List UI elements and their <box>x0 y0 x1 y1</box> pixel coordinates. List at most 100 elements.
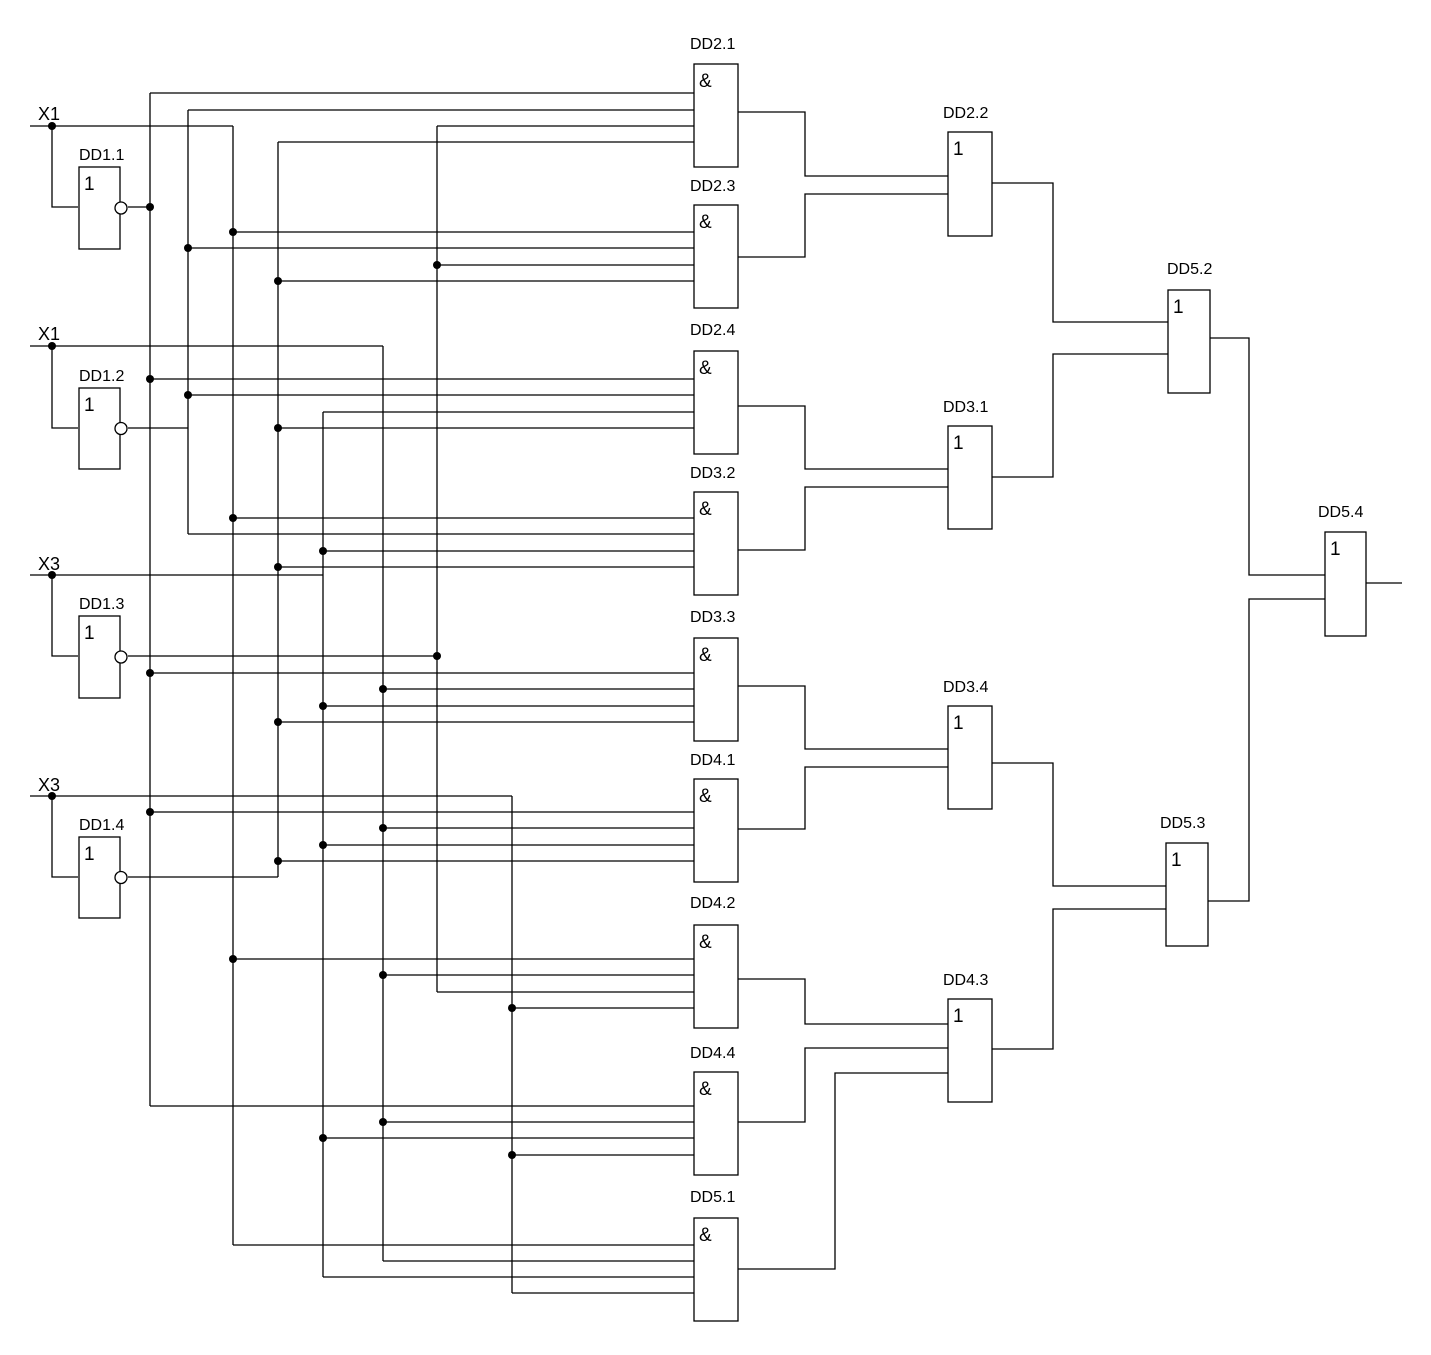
junction-dot <box>229 955 237 963</box>
gate-label: DD4.3 <box>943 972 988 989</box>
gate-dd1-1: DD1.11 <box>78 147 128 250</box>
gate-symbol: 1 <box>953 713 964 734</box>
gate-symbol: 1 <box>953 1006 964 1027</box>
gate-symbol: 1 <box>84 623 95 644</box>
junction-dot <box>274 424 282 432</box>
junction-dot <box>319 1134 327 1142</box>
gate-dd4-1: DD4.1 & <box>690 752 739 883</box>
gate-dd2-3: DD2.3 & <box>690 178 739 309</box>
gate-body <box>693 491 739 596</box>
gate-label: DD4.2 <box>690 895 735 912</box>
gate-label: DD1.3 <box>79 596 124 613</box>
inverter-bubble <box>114 421 128 436</box>
junction-dot <box>319 702 327 710</box>
junction-dot <box>146 669 154 677</box>
gate-symbol: 1 <box>1171 850 1182 871</box>
gate-dd3-1: DD3.11 <box>943 399 993 530</box>
gate-body <box>1167 289 1211 394</box>
junction-dot <box>229 514 237 522</box>
gate-dd4-2: DD4.2 & <box>690 895 739 1029</box>
gate-body <box>693 778 739 883</box>
gate-body <box>1324 531 1367 637</box>
gate-dd3-2: DD3.2 & <box>690 465 739 596</box>
gate-symbol: & <box>699 932 712 953</box>
gate-dd5-1: DD5.1 & <box>690 1189 739 1322</box>
gate-label: DD2.4 <box>690 322 735 339</box>
junction-dots <box>48 122 516 1159</box>
gate-body <box>947 131 993 237</box>
gate-dd2-1: DD2.1& <box>690 36 739 168</box>
gate-label: DD3.2 <box>690 465 735 482</box>
gate-body <box>947 998 993 1103</box>
gate-label: DD1.4 <box>79 817 124 834</box>
gate-symbol: & <box>699 499 712 520</box>
gate-label: DD4.1 <box>690 752 735 769</box>
gate-label: DD3.3 <box>690 609 735 626</box>
gate-dd5-3: DD5.3 1 <box>1160 815 1209 947</box>
gate-label: DD2.1 <box>690 36 735 53</box>
junction-dot <box>274 277 282 285</box>
gate-body <box>693 924 739 1029</box>
gate-label: DD2.2 <box>943 105 988 122</box>
junction-dot <box>146 808 154 816</box>
gate-label: DD5.3 <box>1160 815 1205 832</box>
junction-dot <box>48 342 56 350</box>
gate-label: DD4.4 <box>690 1045 735 1062</box>
input-label-in3: X3 <box>38 554 60 574</box>
junction-dot <box>274 857 282 865</box>
wire-network <box>30 92 1402 1294</box>
gate-symbol: 1 <box>84 174 95 195</box>
gate-symbol: 1 <box>953 139 964 160</box>
junction-dot <box>146 203 154 211</box>
gate-dd1-3: DD1.3 1 <box>78 596 128 699</box>
junction-dot <box>146 375 154 383</box>
inverter-bubble <box>114 201 128 215</box>
junction-dot <box>319 547 327 555</box>
junction-dot <box>184 391 192 399</box>
gate-body <box>693 1071 739 1176</box>
junction-dot <box>379 1118 387 1126</box>
junction-dot <box>184 244 192 252</box>
gate-body <box>78 387 121 470</box>
junction-dot <box>48 571 56 579</box>
junction-dot <box>48 122 56 130</box>
gate-label: DD5.2 <box>1167 261 1212 278</box>
gate-label: DD3.4 <box>943 679 988 696</box>
gate-dd3-4: DD3.4 1 <box>943 679 993 810</box>
gate-body <box>78 166 121 250</box>
junction-dot <box>433 261 441 269</box>
gate-body <box>1165 842 1209 947</box>
junction-dot <box>379 824 387 832</box>
junction-dot <box>229 228 237 236</box>
gate-label: DD5.1 <box>690 1189 735 1206</box>
inverter-bubble <box>114 870 128 885</box>
junction-dot <box>48 792 56 800</box>
gate-body <box>947 425 993 530</box>
gate-body <box>947 705 993 810</box>
gate-label: DD5.4 <box>1318 504 1363 521</box>
junction-dot <box>379 685 387 693</box>
gate-dd5-4: DD5.41 <box>1318 504 1367 637</box>
gate-label: DD2.3 <box>690 178 735 195</box>
gate-label: DD1.2 <box>79 368 124 385</box>
gate-symbol: & <box>699 1225 712 1246</box>
gate-symbol: 1 <box>1173 297 1184 318</box>
gate-dd1-2: DD1.21 <box>78 368 128 470</box>
gate-symbol: & <box>699 786 712 807</box>
input-label-in4: X3 <box>38 775 60 795</box>
gate-body <box>693 63 739 168</box>
gate-layer: DD1.11DD1.21DD1.31DD1.41DD2.1&DD2.3&DD2.… <box>78 36 1367 1322</box>
gate-symbol: & <box>699 1079 712 1100</box>
gate-dd3-3: DD3.3 & <box>690 609 739 742</box>
gate-body <box>78 615 121 699</box>
gate-symbol: & <box>699 645 712 666</box>
junction-dot <box>508 1151 516 1159</box>
gate-dd1-4: DD1.41 <box>78 817 128 919</box>
gate-symbol: & <box>699 212 712 233</box>
gate-dd2-4: DD2.4& <box>690 322 739 455</box>
gate-body <box>693 637 739 742</box>
gate-dd5-2: DD5.2 1 <box>1167 261 1212 394</box>
gate-body <box>693 1217 739 1322</box>
